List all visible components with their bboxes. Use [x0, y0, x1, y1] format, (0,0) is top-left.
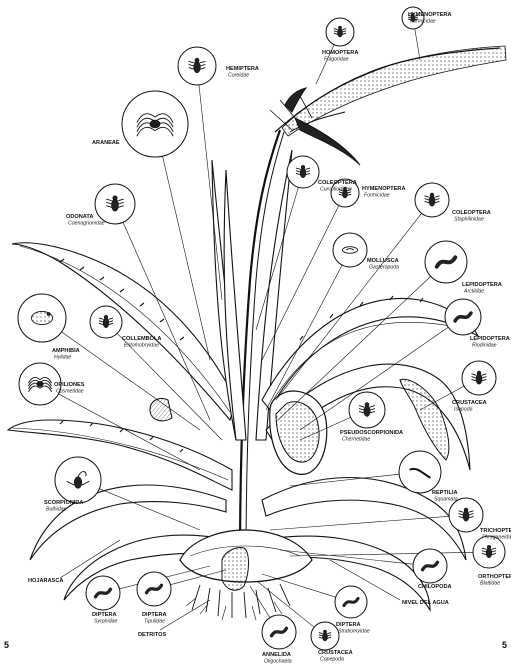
homoptera-specimen [326, 18, 354, 46]
coleoptera-staph-family-label: Staphilinidae [454, 217, 484, 223]
scorpionida-family-label: Buthidae [46, 507, 67, 513]
amphibia-specimen [18, 294, 66, 342]
pseudoscorpionida-family-label: Chernetidae [342, 437, 370, 443]
annelida-family-label: Oligochaeta [264, 659, 292, 664]
plant-base [180, 530, 312, 620]
opiliones-order-label: OPILIONES [54, 382, 85, 388]
hymenoptera-top-order-label: HYMENOPTERA [408, 12, 452, 18]
mollusca-specimen [333, 233, 367, 267]
crustacea-cope-family-label: Copepoda [320, 657, 344, 663]
reptilia-order-label: REPTILIA [432, 490, 457, 496]
hymenoptera-top-leader-line [415, 29, 420, 60]
diptera-syr-family-label: Syrphidae [94, 619, 117, 625]
coleoptera-curc-specimen [287, 156, 319, 188]
frog-icon [31, 311, 52, 324]
pseudoscorpionida-specimen [349, 392, 385, 428]
coleoptera-staph-specimen [415, 183, 449, 217]
orthoptera-order-label: ORTHOPTERA [478, 574, 511, 580]
hemiptera-order-label: HEMIPTERA [226, 66, 259, 72]
mollusca-circle [333, 233, 367, 267]
lepidoptera-riod-family-label: Riodinidae [472, 343, 497, 349]
bromeliad-plant [8, 46, 506, 620]
diptera-syr-specimen [86, 576, 120, 610]
lepidoptera-riod-order-label: LEPIDOPTERA [470, 336, 510, 342]
amphibia-order-label: AMPHIBIA [52, 348, 80, 354]
orthoptera-family-label: Blattidae [480, 581, 500, 587]
amphibia-family-label: Hylidae [54, 355, 71, 361]
hymenoptera-mid-order-label: HYMENOPTERA [362, 186, 406, 192]
corner-mark-right: 5 [502, 640, 507, 650]
water-level-label: NIVEL DEL AGUA [402, 600, 449, 606]
crustacea-iso-family-label: Isopoda [454, 407, 473, 413]
reptilia-family-label: Squamata [434, 497, 458, 503]
lepidoptera-riod-specimen [445, 299, 481, 335]
inflorescence [270, 46, 506, 165]
crustacea-iso-specimen [462, 361, 496, 395]
diptera-tip-family-label: Tipulidae [144, 619, 165, 625]
hymenoptera-mid-family-label: Formicidae [364, 193, 390, 199]
trichoptera-family-label: Phryganeidae [482, 535, 511, 541]
hemiptera-leader-line [199, 85, 222, 300]
chilopoda-order-label: CHILOPODA [418, 584, 452, 590]
coleoptera-staph-order-label: COLEOPTERA [452, 210, 491, 216]
diptera-strat-family-label: Stratiomyidae [338, 629, 370, 635]
diptera-strat-leader-line [262, 574, 336, 597]
mollusca-order-label: MOLLUSCA [367, 258, 399, 264]
annelida-specimen [262, 615, 296, 649]
mollusca-family-label: Gasteropoda [369, 265, 399, 271]
annelida-order-label: ANNELIDA [262, 652, 291, 658]
scorpionida-specimen [55, 457, 101, 503]
diptera-strat-order-label: DIPTERA [336, 622, 361, 628]
trichoptera-specimen [449, 498, 483, 532]
homoptera-order-label: HOMOPTERA [322, 50, 358, 56]
hemiptera-family-label: Coreidae [228, 73, 249, 79]
diptera-tip-specimen [137, 572, 171, 606]
crustacea-cope-specimen [311, 622, 339, 650]
coleoptera-curc-order-label: COLEOPTERA [318, 180, 357, 186]
opiliones-family-label: Cosmetidae [56, 389, 84, 395]
lepidoptera-arct-order-label: LEPIDOPTERA [462, 282, 502, 288]
orthoptera-specimen [473, 536, 505, 568]
collembola-specimen [90, 306, 122, 338]
odonata-family-label: Coenagrionidae [68, 221, 105, 227]
chilopoda-specimen [413, 549, 447, 583]
scorpionida-order-label: SCORPIONIDA [44, 500, 83, 506]
odonata-specimen [95, 184, 135, 224]
hymenoptera-top-family-label: Formicidae [410, 19, 436, 25]
odonata-order-label: ODONATA [66, 214, 93, 220]
araneae-order-label: ARANEAE [92, 140, 120, 146]
trichoptera-order-label: TRICHOPTERA [480, 528, 511, 534]
crustacea-cope-order-label: CRUSTACEA [318, 650, 353, 656]
diptera-syr-order-label: DIPTERA [92, 612, 117, 618]
corner-mark-left: 5 [4, 640, 9, 650]
lepidoptera-arct-family-label: Arctiidae [463, 289, 484, 295]
coleoptera-curc-family-label: Curculionidae [320, 187, 352, 193]
reptilia-specimen [399, 451, 441, 493]
hojarasca-label: HOJARASCA [28, 578, 63, 584]
collembola-order-label: COLLEMBOLA [122, 336, 161, 342]
hemiptera-specimen [178, 47, 216, 85]
pseudoscorpionida-order-label: PSEUDOSCORPIONIDA [340, 430, 403, 436]
detritos-label: DETRITOS [138, 632, 166, 638]
lepidoptera-arct-specimen [425, 241, 467, 283]
araneae-specimen [122, 91, 188, 157]
diptera-tip-order-label: DIPTERA [142, 612, 167, 618]
crustacea-iso-order-label: CRUSTACEA [452, 400, 487, 406]
collembola-family-label: Entomobryidae [124, 343, 159, 349]
diptera-strat-specimen [335, 586, 367, 618]
homoptera-family-label: Fulgoridae [324, 57, 349, 63]
trichoptera-leader-line [270, 516, 449, 530]
